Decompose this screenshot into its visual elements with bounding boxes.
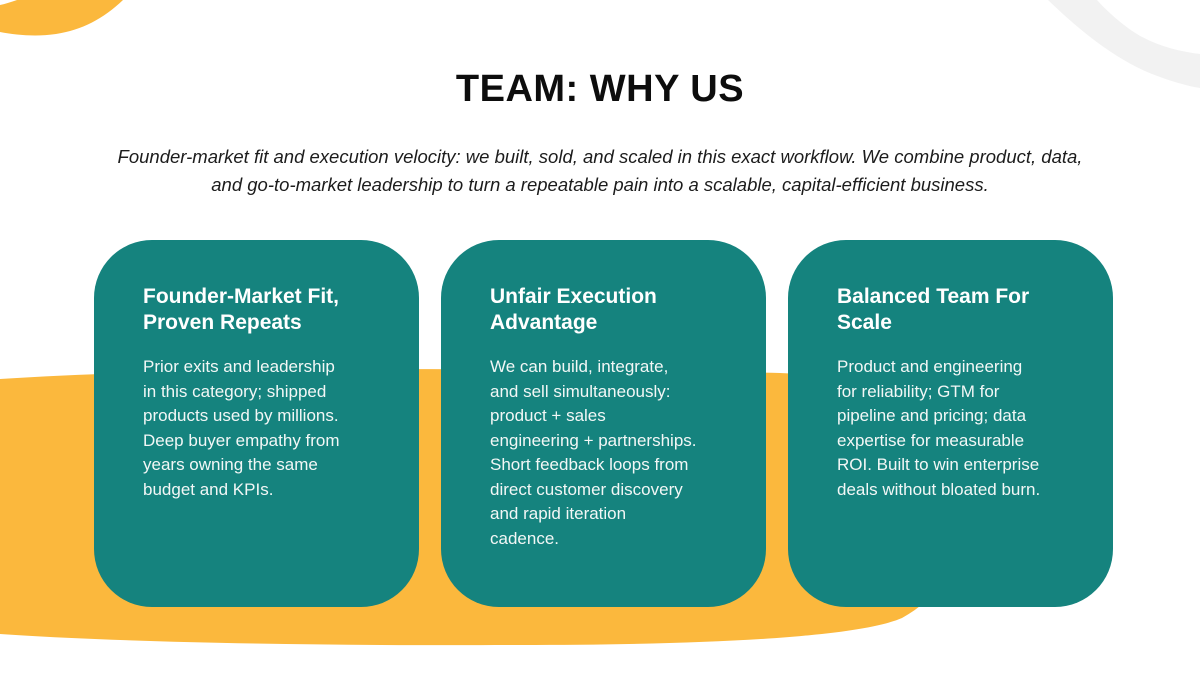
card-balanced-team-for-scale: Balanced Team For Scale Product and engi… xyxy=(788,240,1113,607)
card-title: Unfair Execution Advantage xyxy=(490,285,657,334)
page-title: TEAM: WHY US xyxy=(455,68,745,110)
gray-swoosh-shape xyxy=(1048,0,1200,88)
card-body: Prior exits and leadership in this categ… xyxy=(143,357,340,499)
slide-subtitle: Founder-market fit and execution velocit… xyxy=(117,146,1083,195)
card-unfair-execution-advantage: Unfair Execution Advantage We can build,… xyxy=(441,240,766,607)
card-title: Balanced Team For Scale xyxy=(837,285,1030,334)
card-body: Product and engineering for reliability;… xyxy=(837,357,1041,499)
card-founder-market-fit: Founder-Market Fit, Proven Repeats Prior… xyxy=(94,240,419,607)
card-title: Founder-Market Fit, Proven Repeats xyxy=(143,285,340,334)
card-body: We can build, integrate, and sell simult… xyxy=(490,357,697,548)
yellow-wave-shape xyxy=(0,0,123,36)
